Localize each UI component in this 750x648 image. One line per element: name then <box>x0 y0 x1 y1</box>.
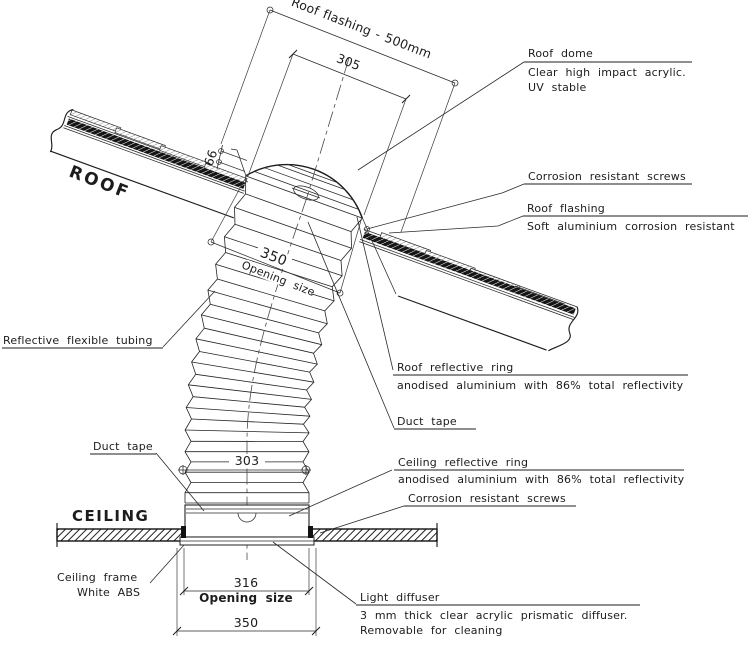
roof-dome <box>230 148 370 232</box>
dim-350-overall-text: 350 <box>234 615 258 630</box>
dimension-roof-opening-350: 350 Opening size <box>207 176 363 299</box>
reflective-flexible-tube <box>184 175 363 504</box>
centerline-tube <box>246 196 308 560</box>
roof-flashing-title: Roof flashing <box>527 202 605 215</box>
dim-ceiling-opening-caption: Opening size <box>199 591 293 605</box>
screws-top-label: Corrosion resistant screws <box>528 170 686 183</box>
reflective-tubing-label: Reflective flexible tubing <box>3 334 153 347</box>
flashing-upstand <box>236 149 247 177</box>
ceiling-ring-title: Ceiling reflective ring <box>398 456 528 469</box>
duct-tape-right-label: Duct tape <box>397 415 457 428</box>
diffuser-handle <box>237 512 257 523</box>
frame-clip-left <box>181 526 186 538</box>
diffuser-title: Light diffuser <box>360 591 440 604</box>
ceiling-label: CEILING <box>72 507 149 525</box>
dim-flashing-text: Roof flashing - 500mm <box>289 0 433 61</box>
dimension-305: 305 <box>247 49 411 216</box>
roof-label: ROOF <box>66 162 133 203</box>
dimension-66: 66 <box>201 144 248 172</box>
roof-left-section: ROOF <box>49 108 249 219</box>
roof-dome-desc1: Clear high impact acrylic. <box>528 66 686 79</box>
roof-right-section <box>359 216 579 352</box>
dim-303-text: 303 <box>235 453 259 468</box>
annotations: Roof dome Clear high impact acrylic. UV … <box>2 47 748 637</box>
screw-marker-roof <box>364 226 370 232</box>
ceiling-frame-label2: White ABS <box>77 586 140 599</box>
ceiling-frame <box>179 504 315 546</box>
dimension-303: 303 <box>178 453 311 475</box>
dimension-roof-flashing-500: Roof flashing - 500mm <box>220 0 459 233</box>
dim-305-text: 305 <box>335 50 363 73</box>
ceiling: CEILING <box>56 507 438 547</box>
ceiling-frame-label1: Ceiling frame <box>57 571 137 584</box>
dim-316-text: 316 <box>234 575 258 590</box>
frame-clip-right <box>308 526 313 538</box>
duct-tape-left-label: Duct tape <box>93 440 153 453</box>
roof-break-line-left <box>49 108 74 153</box>
diffuser-desc1: 3 mm thick clear acrylic prismatic diffu… <box>360 609 628 622</box>
diffuser-desc2: Removable for cleaning <box>360 624 503 637</box>
roof-ring-desc: anodised aluminium with 86% total reflec… <box>397 379 684 392</box>
roof-dome-desc2: UV stable <box>528 81 586 94</box>
dimension-350-overall: 350 <box>172 548 321 636</box>
roof-ring-title: Roof reflective ring <box>397 361 513 374</box>
leader-lines <box>149 61 525 605</box>
centerline-top <box>306 57 350 198</box>
dimension-316: 316 Opening size <box>179 548 314 605</box>
roof-dome-title: Roof dome <box>528 47 593 60</box>
ceiling-ring-desc: anodised aluminium with 86% total reflec… <box>398 473 685 486</box>
roof-break-line-right <box>548 306 579 352</box>
roof-flashing-desc: Soft aluminium corrosion resistant <box>527 220 735 233</box>
dim-66-text: 66 <box>201 148 221 168</box>
screws-bottom-label: Corrosion resistant screws <box>408 492 566 505</box>
